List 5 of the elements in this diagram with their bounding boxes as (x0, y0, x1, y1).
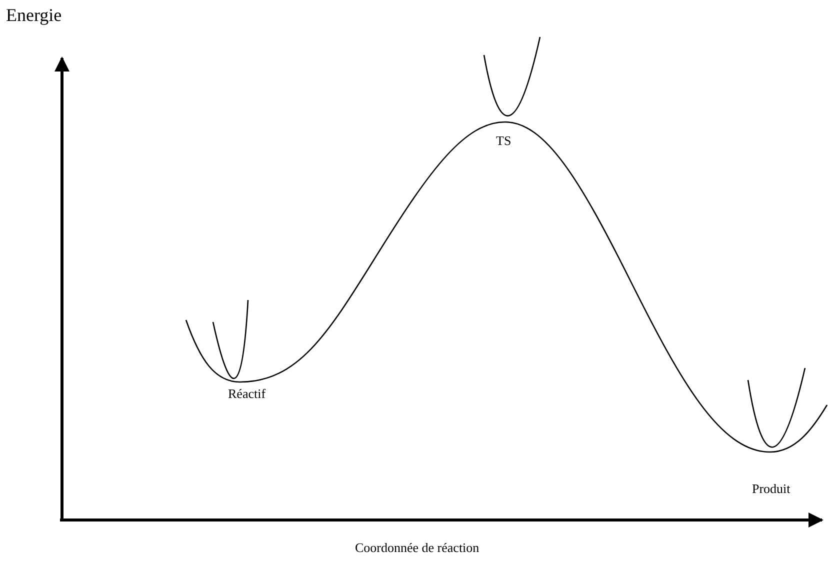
point-label: TS (496, 134, 512, 148)
point-label: Réactif (228, 387, 266, 402)
point-label: Produit (752, 482, 790, 496)
axis-title: Coordonnée de réaction (355, 541, 480, 556)
axis-title: Energie (6, 6, 62, 26)
